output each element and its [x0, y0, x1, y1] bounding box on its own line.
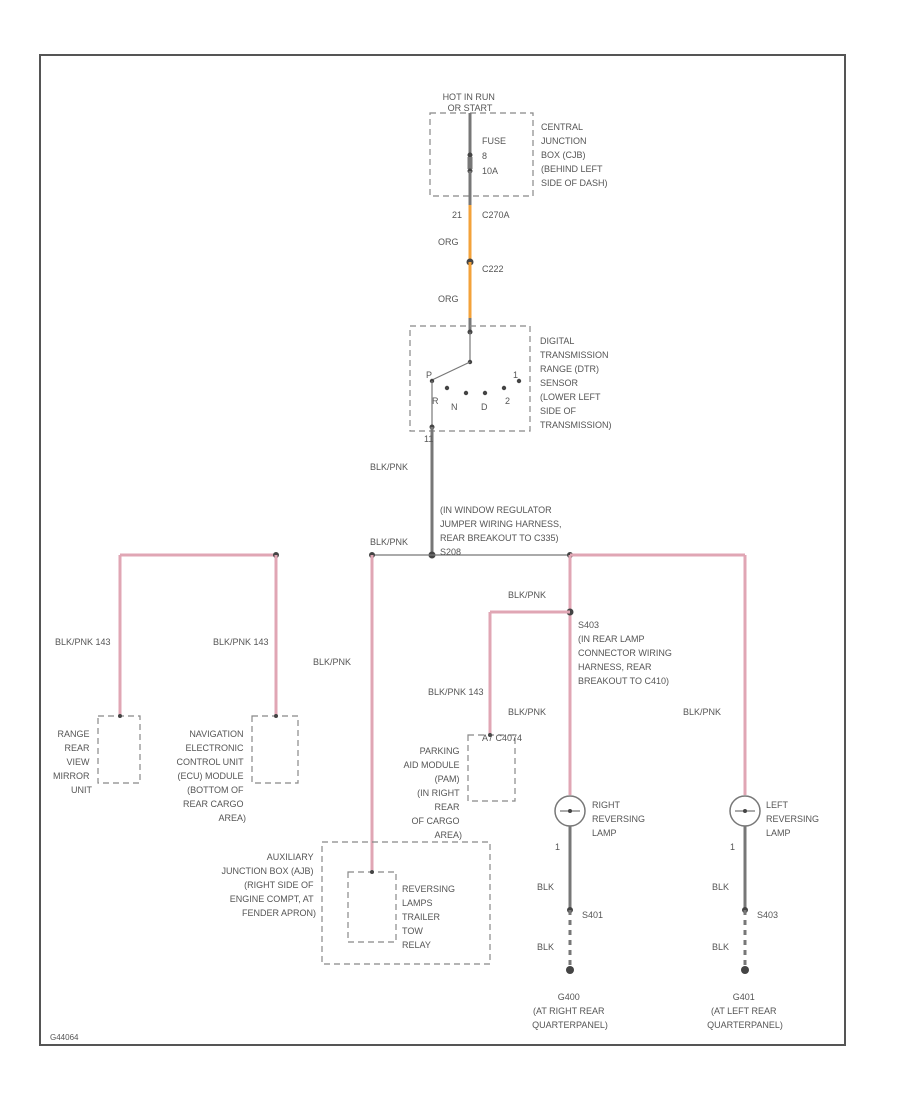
- fuse-8-icon: [467, 157, 473, 169]
- pin-11-label: 11: [424, 434, 433, 444]
- dtr-switch-blade: [431, 361, 471, 381]
- figure-id: G44064: [50, 1033, 79, 1042]
- dtr-pos-2: 2: [505, 396, 510, 406]
- cjb-label: CENTRAL JUNCTION BOX (CJB) (BEHIND LEFT …: [541, 122, 608, 188]
- g401-ground-icon: [741, 966, 749, 974]
- s403-label: S403 (IN REAR LAMP CONNECTOR WIRING HARN…: [578, 620, 674, 686]
- left-reversing-lamp-label: LEFT REVERSING LAMP: [766, 800, 822, 838]
- blkpnk-143-nav: BLK/PNK 143: [213, 637, 269, 647]
- blkpnk-rr-label: BLK/PNK: [508, 707, 546, 717]
- blkpnk-143-rrvm: BLK/PNK 143: [55, 637, 111, 647]
- fuse-label: FUSE 8 10A: [482, 136, 509, 176]
- org-label-1: ORG: [438, 237, 459, 247]
- nav-ecu-box: [251, 715, 299, 784]
- s403-ground-label: S403: [757, 910, 778, 920]
- blkpnk-ajb-label: BLK/PNK: [313, 657, 351, 667]
- pin-1-left: 1: [730, 842, 735, 852]
- blk-left-1: BLK: [712, 882, 729, 892]
- blk-right-1: BLK: [537, 882, 554, 892]
- org-label-2: ORG: [438, 294, 459, 304]
- rrvm-label: RANGE REAR VIEW MIRROR UNIT: [53, 729, 93, 795]
- pin-21-label: 21: [452, 210, 462, 220]
- g400-label: G400 (AT RIGHT REAR QUARTERPANEL): [532, 992, 608, 1030]
- blk-right-2: BLK: [537, 942, 554, 952]
- blkpnk-143-pam: BLK/PNK 143: [428, 687, 484, 697]
- pam-label: PARKING AID MODULE (PAM) (IN RIGHT REAR …: [403, 746, 462, 840]
- blkpnk-s403-label: BLK/PNK: [508, 590, 546, 600]
- dtr-pos-p: P: [426, 370, 432, 380]
- right-reversing-lamp-label: RIGHT REVERSING LAMP: [592, 800, 648, 838]
- hot-label: HOT IN RUN OR START: [443, 92, 498, 113]
- pam-box: [467, 734, 516, 802]
- pin-1-right: 1: [555, 842, 560, 852]
- g400-ground-icon: [566, 966, 574, 974]
- pam-connector-label: A7 C4074: [482, 733, 522, 743]
- dtr-pos-d: D: [481, 402, 488, 412]
- blkpnk-ajb-label-top: BLK/PNK: [370, 537, 408, 547]
- diagram-frame: [39, 54, 846, 1046]
- relay-box: [347, 871, 397, 943]
- ajb-label: AUXILIARY JUNCTION BOX (AJB) (RIGHT SIDE…: [221, 852, 316, 918]
- dtr-pos-n: N: [451, 402, 458, 412]
- blkpnk-main-label: BLK/PNK: [370, 462, 408, 472]
- c270a-label: C270A: [482, 210, 510, 220]
- relay-label: REVERSING LAMPS TRAILER TOW RELAY: [402, 884, 458, 950]
- dtr-pos-r: R: [432, 396, 439, 406]
- dtr-sensor-box: [409, 325, 531, 432]
- dtr-pos-1: 1: [513, 370, 518, 380]
- ajb-box: [321, 841, 491, 965]
- g401-label: G401 (AT LEFT REAR QUARTERPANEL): [707, 992, 783, 1030]
- dtr-label: DIGITAL TRANSMISSION RANGE (DTR) SENSOR …: [540, 336, 612, 430]
- blkpnk-lr-label: BLK/PNK: [683, 707, 721, 717]
- blk-left-2: BLK: [712, 942, 729, 952]
- nav-ecu-label: NAVIGATION ELECTRONIC CONTROL UNIT (ECU)…: [176, 729, 246, 823]
- s208-label: (IN WINDOW REGULATOR JUMPER WIRING HARNE…: [440, 505, 564, 557]
- c222-label: C222: [482, 264, 504, 274]
- s401-label: S401: [582, 910, 603, 920]
- rrvm-box: [97, 715, 141, 784]
- cjb-box: [429, 112, 534, 197]
